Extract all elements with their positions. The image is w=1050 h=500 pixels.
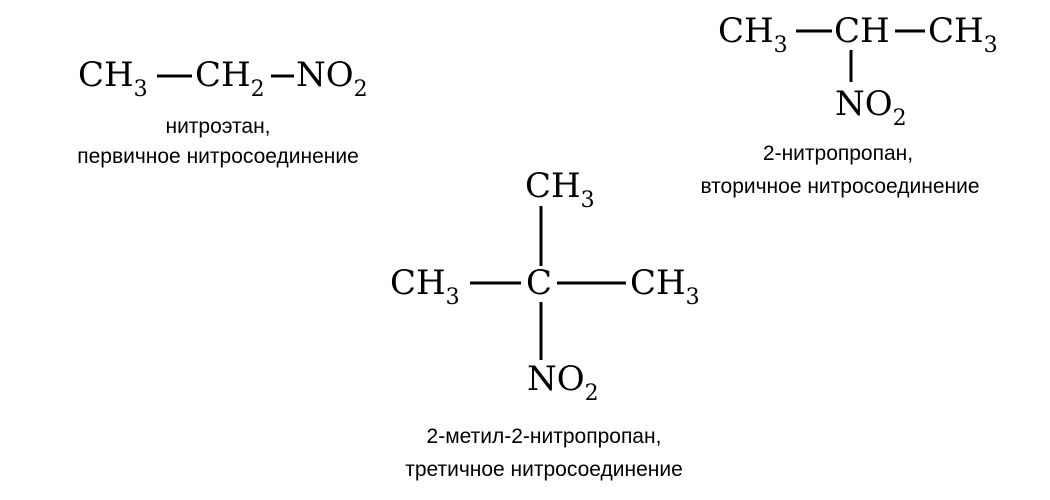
methylnitropropane-ch3-right: CH3 (630, 263, 700, 310)
nitroethane-ch3: CH3 (78, 55, 148, 102)
methylnitropropane-no2: NO2 (527, 359, 599, 406)
methylnitropropane-caption-line2: третичное нитросоединение (405, 458, 683, 481)
nitroethane-ch2: CH2 (195, 55, 265, 102)
nitropropane-no2: NO2 (835, 84, 907, 131)
nitropropane-structure: CH3 CH CH3 NO2 2-нитропропан, вторичное … (700, 11, 997, 198)
methylnitropropane-ch3-top: CH3 (525, 166, 595, 213)
nitropropane-caption-line1: 2-нитропропан, (763, 142, 913, 165)
methylnitropropane-structure: CH3 CH3 C CH3 NO2 2-метил-2-нитропропан,… (390, 166, 700, 481)
nitropropane-ch3-left: CH3 (718, 11, 788, 58)
nitropropane-ch3-right: CH3 (928, 11, 998, 58)
nitroethane-structure: CH3 CH2 NO2 нитроэтан, первичное нитросо… (77, 55, 367, 168)
methylnitropropane-c: C (526, 263, 552, 303)
nitroethane-caption-line1: нитроэтан, (165, 115, 270, 138)
nitropropane-ch: CH (834, 11, 890, 51)
methylnitropropane-ch3-left: CH3 (390, 263, 460, 310)
nitroethane-caption-line2: первичное нитросоединение (77, 145, 359, 168)
methylnitropropane-caption-line1: 2-метил-2-нитропропан, (427, 425, 662, 448)
nitropropane-caption-line2: вторичное нитросоединение (700, 175, 979, 198)
nitroethane-no2: NO2 (296, 55, 368, 102)
